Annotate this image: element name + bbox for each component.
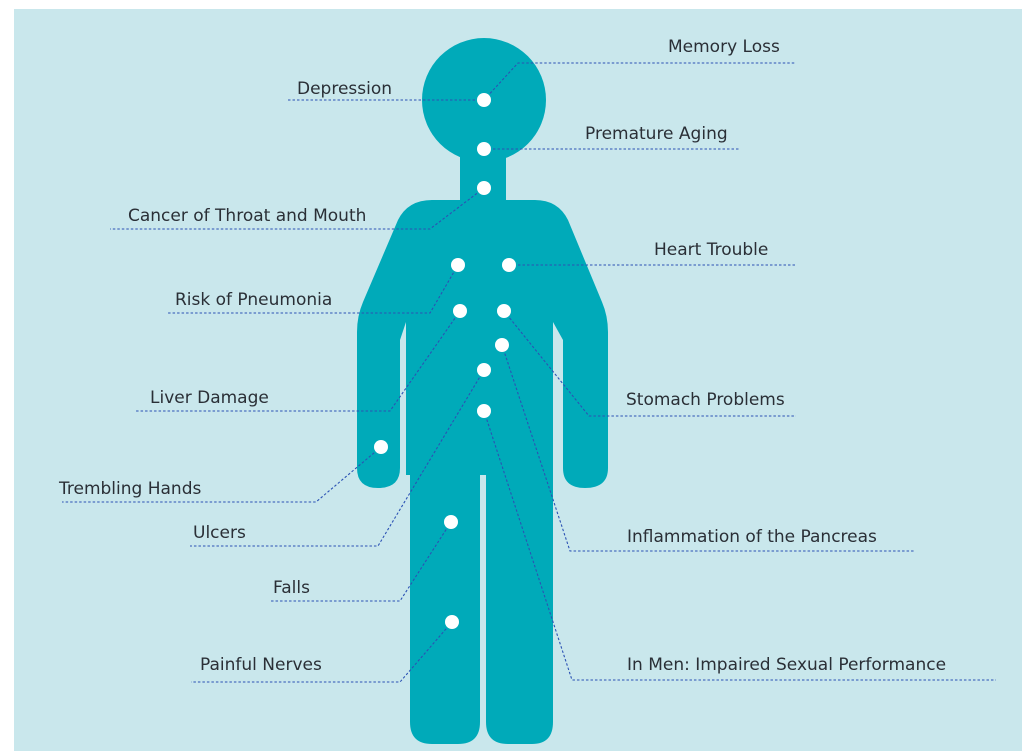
label-memory-loss: Memory Loss: [668, 37, 780, 57]
label-impaired-sexual-performance: In Men: Impaired Sexual Performance: [627, 655, 946, 675]
dot-left-chest: [451, 258, 465, 272]
dot-stomach: [497, 304, 511, 318]
dot-throat: [477, 181, 491, 195]
label-liver-damage: Liver Damage: [150, 388, 269, 408]
dot-knee: [444, 515, 458, 529]
label-cancer-throat-mouth: Cancer of Throat and Mouth: [128, 206, 366, 226]
dot-groin: [477, 404, 491, 418]
figure-left-leg: [410, 470, 480, 744]
label-depression: Depression: [297, 79, 392, 99]
label-risk-pneumonia: Risk of Pneumonia: [175, 290, 332, 310]
label-ulcers: Ulcers: [193, 523, 246, 543]
dot-hand: [374, 440, 388, 454]
label-heart-trouble: Heart Trouble: [654, 240, 768, 260]
dot-shin: [445, 615, 459, 629]
dot-liver: [453, 304, 467, 318]
figure-neck: [460, 150, 506, 208]
dot-ulcer: [477, 363, 491, 377]
label-stomach-problems: Stomach Problems: [626, 390, 785, 410]
label-falls: Falls: [273, 578, 310, 598]
label-painful-nerves: Painful Nerves: [200, 655, 322, 675]
dot-heart: [502, 258, 516, 272]
dot-neck-upper: [477, 142, 491, 156]
figure-right-leg: [486, 470, 553, 744]
dot-pancreas: [495, 338, 509, 352]
label-inflammation-pancreas: Inflammation of the Pancreas: [627, 527, 877, 547]
label-trembling-hands: Trembling Hands: [59, 479, 201, 499]
label-premature-aging: Premature Aging: [585, 124, 728, 144]
figure-torso-arms: [357, 200, 608, 488]
dot-head: [477, 93, 491, 107]
